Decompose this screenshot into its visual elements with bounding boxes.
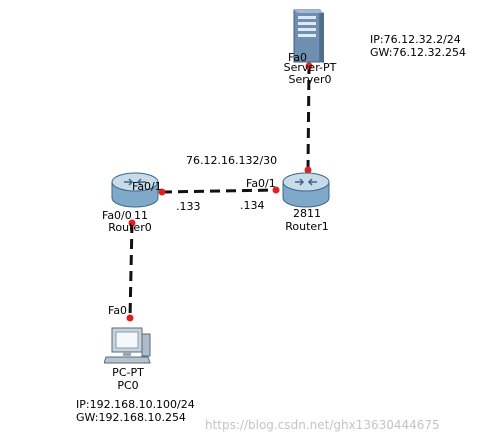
port-dot-server0-fa0 — [305, 62, 313, 70]
network-address-label: 76.12.16.132/30 — [186, 154, 278, 167]
pc0-ip-label: IP:192.168.10.100/24 — [76, 398, 195, 411]
watermark-url: https://blog.csdn.net/ghx13630444675 — [205, 418, 440, 432]
port-dot-pc0-fa0 — [126, 314, 134, 322]
link-router0-pc0[interactable] — [128, 222, 134, 319]
server0-model-label: Server-PT — [283, 61, 337, 74]
port-dot-router1-fa01 — [272, 186, 280, 194]
router0-icon[interactable] — [110, 170, 160, 210]
server0-name-label: Server0 — [288, 73, 332, 86]
server0-ip-label: IP:76.12.32.2/24 — [370, 33, 461, 46]
server-icon[interactable] — [292, 8, 326, 64]
server0-port-label: Fa0 — [288, 51, 308, 64]
router1-model-label: 2811 — [293, 207, 321, 220]
router1-fa01-label: Fa0/1 — [246, 177, 276, 190]
router1-name-label: Router1 — [285, 220, 329, 233]
server0-gw-label: GW:76.12.32.254 — [370, 46, 466, 59]
link-router1-server0[interactable] — [306, 65, 311, 171]
router0-name-label: Router0 — [108, 221, 152, 234]
router1-ip-suffix-label: .134 — [240, 199, 265, 212]
pc0-port-label: Fa0 — [108, 304, 128, 317]
router0-fa00-overlap-label: 11 — [134, 209, 148, 222]
port-dot-router1-fa00 — [304, 166, 312, 174]
pc0-name-label: PC0 — [117, 379, 139, 392]
pc0-gw-label: GW:192.168.10.254 — [76, 411, 186, 424]
link-router0-router1[interactable] — [161, 188, 277, 194]
router0-fa00-label: Fa0/0 — [102, 209, 132, 222]
port-dot-router0-fa01 — [158, 188, 166, 196]
port-dot-router0-fa00 — [128, 219, 136, 227]
router0-fa01-label: Fa0/1 — [132, 180, 162, 193]
router0-ip-suffix-label: .133 — [176, 200, 201, 213]
router1-icon[interactable] — [281, 170, 331, 210]
pc-icon[interactable] — [104, 326, 152, 366]
pc0-model-label: PC-PT — [112, 366, 144, 379]
